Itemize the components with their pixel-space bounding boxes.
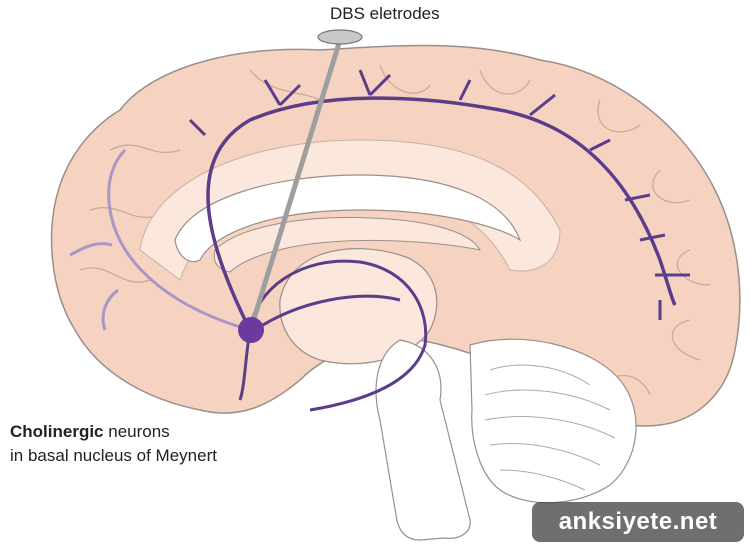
brainstem — [375, 339, 471, 541]
dbs-electrode-shaft — [250, 37, 343, 325]
nucleus-basalis-meynert — [238, 317, 264, 343]
watermark: anksiyete.net — [532, 502, 744, 542]
frontal-pathway — [69, 148, 251, 332]
neurons-label-line2: in basal nucleus of Meynert — [10, 446, 217, 465]
cerebellum — [469, 338, 637, 504]
neurons-label-bold: Cholinergic — [10, 422, 104, 441]
cerebellum-folia — [484, 364, 616, 491]
electrode-label: DBS eletrodes — [330, 4, 440, 23]
cholinergic-pathway — [206, 96, 677, 331]
neurons-label: Cholinergic neurons in basal nucleus of … — [10, 420, 217, 468]
neurons-label-rest: neurons — [103, 422, 170, 441]
pathway-branches — [188, 69, 690, 320]
neurons-label-line1: Cholinergic neurons — [10, 420, 217, 444]
gyri-lines — [79, 64, 711, 396]
dbs-electrode-head — [317, 29, 363, 45]
